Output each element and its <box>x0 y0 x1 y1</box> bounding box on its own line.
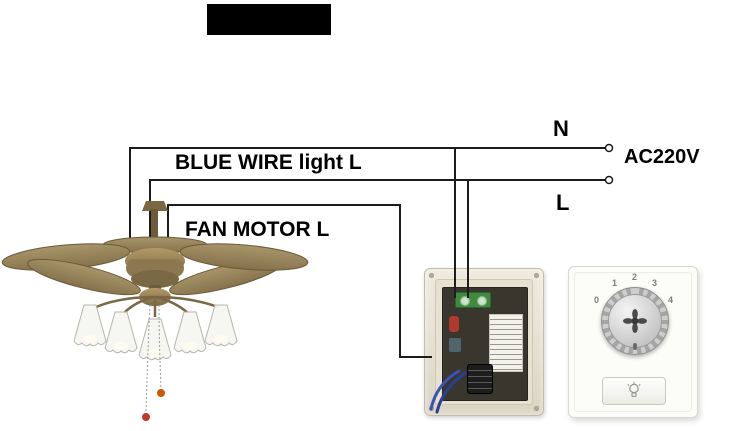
knob-pointer <box>633 343 637 350</box>
label-neutral: N <box>553 116 569 141</box>
light-kit <box>73 285 238 361</box>
spec-sticker <box>489 314 523 372</box>
light-bulb-icon <box>627 381 641 397</box>
glass-shade <box>138 318 172 361</box>
label-live: L <box>556 190 570 215</box>
screw-icon <box>429 273 434 278</box>
dial-number-0: 0 <box>594 295 600 305</box>
terminal-screw-icon <box>477 296 487 306</box>
redacted-block <box>207 4 331 35</box>
component-capacitor-red <box>449 316 459 332</box>
terminal-block <box>455 292 491 308</box>
screw-icon <box>534 406 539 411</box>
dial-number-2: 2 <box>632 272 638 282</box>
terminal-screw-icon <box>460 296 470 306</box>
speed-knob[interactable] <box>601 287 669 355</box>
component-capacitor-black <box>467 364 493 394</box>
terminal-n-icon <box>604 143 614 153</box>
dial-number-3: 3 <box>652 278 658 288</box>
label-ac-supply: AC220V <box>624 146 700 168</box>
label-blue-wire-light: BLUE WIRE light L <box>175 151 362 174</box>
label-fan-motor: FAN MOTOR L <box>185 218 330 241</box>
light-button[interactable] <box>602 377 666 405</box>
screw-icon <box>534 273 539 278</box>
pull-chains[interactable] <box>142 304 165 421</box>
component-relay <box>449 338 461 352</box>
fan-motor-housing <box>125 248 185 288</box>
glass-shade <box>104 311 138 354</box>
panel-inner-frame <box>574 272 692 412</box>
glass-shade <box>73 304 107 347</box>
fan-blades-icon <box>622 308 648 334</box>
speed-control-panel: 0 1 2 3 4 <box>568 266 698 418</box>
receiver-module <box>424 268 544 416</box>
dial-number-1: 1 <box>612 278 618 288</box>
blue-output-wires <box>429 369 467 414</box>
dial-number-4: 4 <box>668 295 674 305</box>
glass-shade <box>204 304 238 347</box>
terminal-l-icon <box>604 175 614 185</box>
glass-shade <box>173 311 207 354</box>
